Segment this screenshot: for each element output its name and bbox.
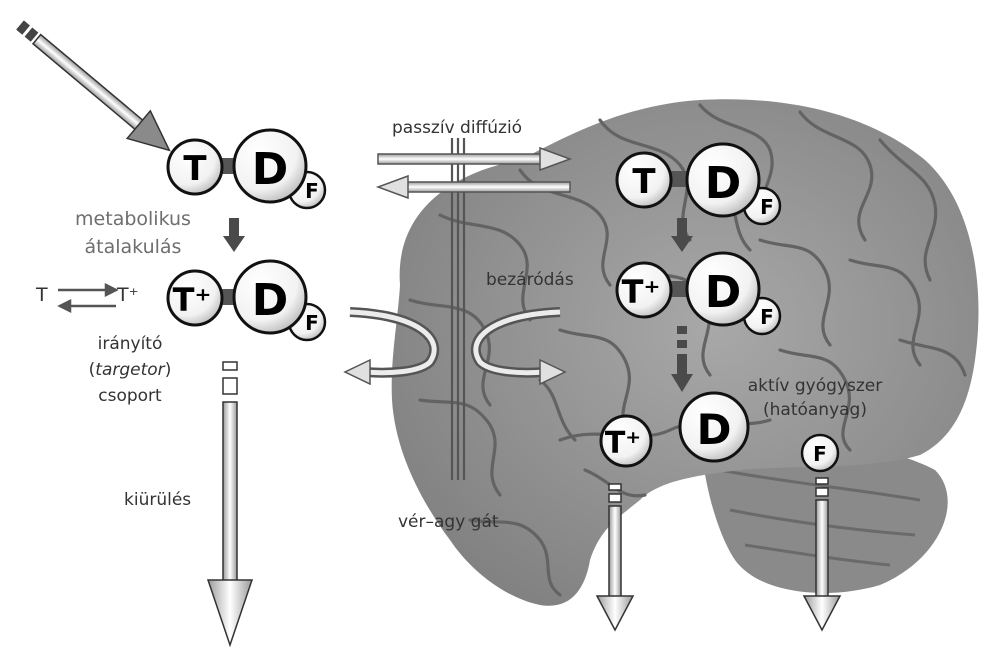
- molecule-tplus-label: T⁺: [173, 281, 212, 319]
- targetor-label-line2: (targetor): [70, 360, 190, 380]
- molecule-f-label: F: [305, 311, 319, 335]
- active-drug-label-line2: (hatóanyag): [740, 400, 890, 420]
- elimination-arrow-left: [208, 362, 252, 645]
- input-arrow: [8, 11, 181, 164]
- molecule-d-label: D: [705, 158, 742, 209]
- free-f: F: [802, 435, 838, 471]
- molecule-tplus-label: T⁺: [605, 426, 641, 461]
- equilibrium-tplus-label: T⁺: [117, 284, 139, 306]
- molecule-tplus-label: T⁺: [622, 273, 661, 311]
- targetor-italic: targetor: [95, 360, 164, 380]
- active-drug-label-line1: aktív gyógyszer: [740, 376, 890, 396]
- targetor-close-paren: ): [165, 360, 172, 380]
- molecule-d-label: D: [252, 275, 289, 326]
- passive-diffusion-label: passzív diffúzió: [392, 118, 522, 138]
- molecule-f-label: F: [760, 305, 774, 329]
- molecule-f-label: F: [760, 195, 774, 219]
- molecule-f-label: F: [305, 179, 319, 203]
- molecule-t-label: T: [183, 149, 207, 189]
- molecule-d-label: D: [705, 267, 742, 318]
- equilibrium-arrows: [58, 285, 116, 311]
- molecule-d-label: D: [697, 405, 732, 454]
- free-tplus: T⁺: [601, 416, 651, 466]
- free-d: D: [680, 393, 748, 461]
- targetor-label-line3: csoport: [70, 386, 190, 406]
- molecule-f-label: F: [813, 442, 827, 466]
- equilibrium-t-label: T: [36, 284, 48, 306]
- molecule-tplusdf-left: T⁺ D F: [168, 261, 325, 340]
- targetor-label-line1: irányító: [70, 334, 190, 354]
- molecule-t-label: T: [632, 162, 656, 202]
- elimination-label: kiürülés: [124, 490, 191, 510]
- trapping-label: bezáródás: [486, 270, 574, 290]
- metabolism-arrow-left: [223, 218, 245, 252]
- metabolic-label-line2: átalakulás: [58, 236, 208, 258]
- molecule-d-label: D: [252, 144, 289, 195]
- bbb-label: vér–agy gát: [398, 512, 499, 532]
- molecule-tdf-left: T D F: [168, 130, 325, 208]
- metabolic-label-line1: metabolikus: [58, 208, 208, 230]
